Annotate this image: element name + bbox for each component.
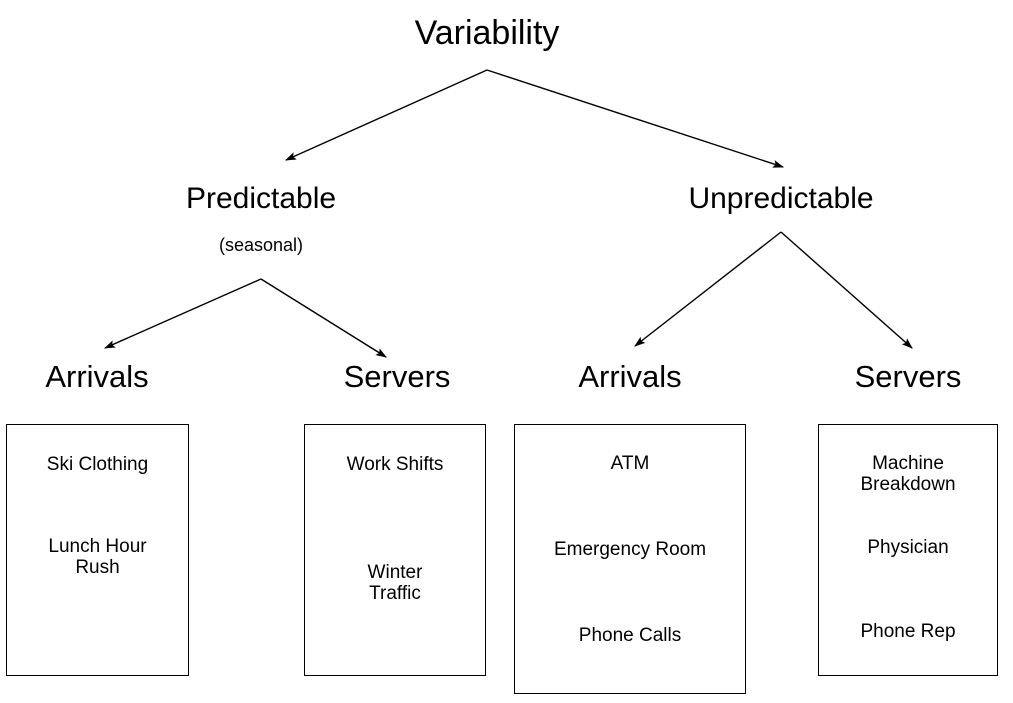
box-item: Lunch Hour Rush <box>48 536 147 579</box>
box-unpredictable-servers: Machine Breakdown Physician Phone Rep <box>818 424 998 676</box>
box-item: Ski Clothing <box>46 454 149 475</box>
node-predictable-arrivals: Arrivals <box>45 359 149 394</box>
node-variability: Variability <box>414 14 560 52</box>
box-item: ATM <box>610 453 650 474</box>
box-item: Phone Calls <box>578 625 682 646</box>
node-unpredictable-servers: Servers <box>854 359 962 394</box>
node-predictable: Predictable <box>185 182 337 215</box>
box-item: Work Shifts <box>346 454 444 475</box>
box-item: Emergency Room <box>553 539 707 560</box>
box-item: Phone Rep <box>860 621 956 642</box>
edge-unpredictable-to-arrivals <box>634 231 782 347</box>
node-predictable-servers: Servers <box>343 359 451 394</box>
edge-root-to-predictable <box>284 69 488 161</box>
box-predictable-servers: Work Shifts Winter Traffic <box>304 424 486 676</box>
box-unpredictable-arrivals: ATM Emergency Room Phone Calls <box>514 424 746 694</box>
node-predictable-sublabel: (seasonal) <box>218 235 304 255</box>
node-unpredictable-arrivals: Arrivals <box>578 359 682 394</box>
box-item: Winter Traffic <box>367 562 423 605</box>
box-predictable-arrivals: Ski Clothing Lunch Hour Rush <box>6 424 189 676</box>
box-item: Machine Breakdown <box>860 453 956 496</box>
node-unpredictable: Unpredictable <box>688 182 874 215</box>
edge-predictable-to-servers <box>260 278 387 358</box>
edge-predictable-to-arrivals <box>103 278 262 349</box>
edge-unpredictable-to-servers <box>780 231 913 349</box>
edge-root-to-unpredictable <box>486 69 785 168</box>
box-item: Physician <box>867 537 949 558</box>
